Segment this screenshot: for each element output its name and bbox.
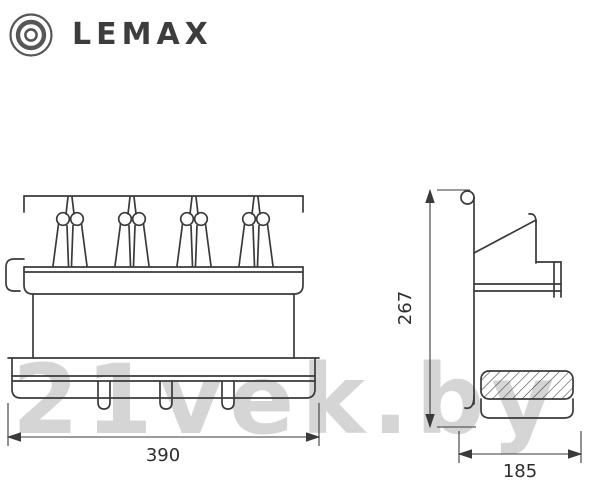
support-posts bbox=[32, 293, 295, 359]
front-view-drawing bbox=[5, 195, 320, 410]
lemax-logo-icon bbox=[9, 13, 53, 57]
top-rail bbox=[23, 195, 304, 213]
rail-profile bbox=[473, 261, 562, 298]
watermark: 21vek.by bbox=[12, 344, 561, 456]
cup-hooks bbox=[52, 196, 274, 267]
brand-logo: LEMAX bbox=[8, 12, 213, 58]
front-width-dimension: 390 bbox=[6, 403, 321, 466]
middle-rail-band bbox=[23, 266, 304, 295]
side-height-dimension: 267 bbox=[395, 188, 476, 429]
side-view-drawing bbox=[460, 190, 574, 419]
width-dimension-label: 390 bbox=[146, 445, 180, 466]
hanging-hook bbox=[460, 190, 475, 410]
depth-dimension-label: 185 bbox=[503, 461, 537, 482]
height-dimension-label: 267 bbox=[395, 291, 416, 325]
brand-name: LEMAX bbox=[72, 17, 213, 52]
second-hook-wire bbox=[473, 213, 537, 264]
side-depth-dimension: 185 bbox=[457, 431, 583, 482]
side-j-hook bbox=[5, 258, 25, 292]
lower-tray bbox=[7, 357, 320, 410]
wire-basket bbox=[480, 370, 574, 419]
